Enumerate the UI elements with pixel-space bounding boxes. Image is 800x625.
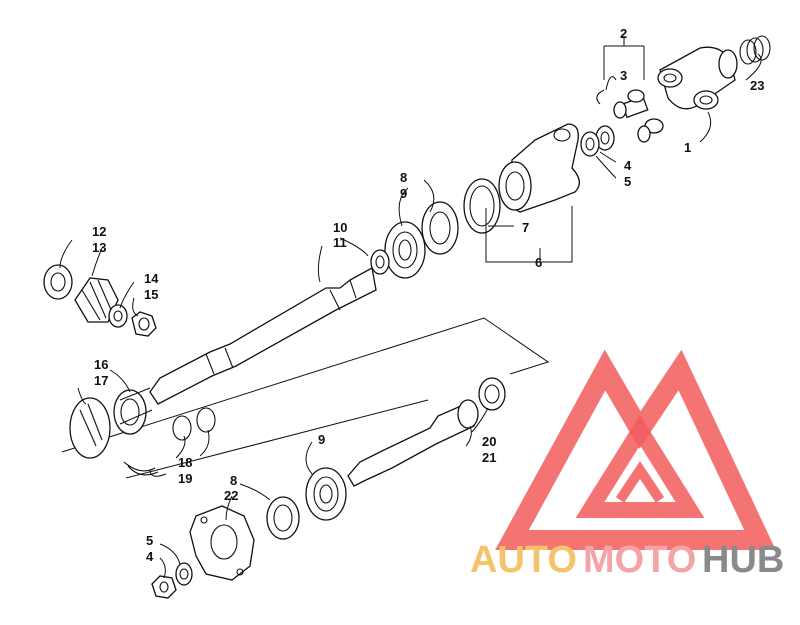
part-nut-lower-5 xyxy=(151,575,177,599)
callout-labels: 2 3 23 1 4 5 7 6 8 9 10 11 12 13 14 15 1… xyxy=(92,26,764,564)
callout-3: 3 xyxy=(620,68,627,83)
callout-4-top: 4 xyxy=(624,158,632,173)
part-bearing-16 xyxy=(113,387,153,435)
part-seal-lower-8 xyxy=(266,496,300,540)
callout-13: 13 xyxy=(92,240,106,255)
part-bearing-upper-8-9 xyxy=(384,201,459,279)
part-yoke-1 xyxy=(657,46,738,110)
callout-5-top: 5 xyxy=(624,174,631,189)
part-pinion-gear xyxy=(74,277,119,323)
watermark-logo: AUTO MOTO HUB xyxy=(470,349,784,581)
callout-20: 20 xyxy=(482,434,496,449)
part-washer-lower-4 xyxy=(175,562,193,586)
watermark-word-moto: MOTO xyxy=(583,539,696,581)
callout-22: 22 xyxy=(224,488,238,503)
leader-lines xyxy=(59,36,762,579)
part-seal-ring xyxy=(463,178,501,234)
part-yoke-7 xyxy=(498,123,580,213)
callout-5-bottom: 5 xyxy=(146,533,153,548)
part-washers-4-5 xyxy=(580,125,615,157)
part-nut-15 xyxy=(131,311,157,337)
callout-2: 2 xyxy=(620,26,627,41)
part-bearing-lower-9 xyxy=(305,467,347,521)
callout-17: 17 xyxy=(94,373,108,388)
part-washer-10 xyxy=(370,249,390,275)
callout-16: 16 xyxy=(94,357,108,372)
part-wire-clip-19 xyxy=(123,461,159,476)
callout-11: 11 xyxy=(333,235,347,250)
callout-21: 21 xyxy=(482,450,496,465)
callout-8-top: 8 xyxy=(400,170,407,185)
part-gear-washer-12-13 xyxy=(43,264,73,300)
part-springs-23 xyxy=(739,35,771,65)
watermark-word-hub: HUB xyxy=(702,539,784,581)
part-circlip-3 xyxy=(596,89,605,105)
watermark-triangle-mark xyxy=(495,349,776,550)
part-ring-gear-17 xyxy=(69,397,111,459)
part-housing-22 xyxy=(189,505,255,581)
part-main-shaft xyxy=(149,266,377,405)
part-clips-18 xyxy=(172,407,216,441)
callout-23: 23 xyxy=(750,78,764,93)
callout-15: 15 xyxy=(144,287,158,302)
group-outline xyxy=(61,317,550,479)
callout-14: 14 xyxy=(144,271,159,286)
callout-6: 6 xyxy=(535,255,542,270)
callout-18: 18 xyxy=(178,455,192,470)
callout-12: 12 xyxy=(92,224,106,239)
callout-8-bottom: 8 xyxy=(230,473,237,488)
callout-7: 7 xyxy=(522,220,529,235)
callout-4-bottom: 4 xyxy=(146,549,154,564)
part-washer-14 xyxy=(108,304,128,328)
callout-19: 19 xyxy=(178,471,192,486)
callout-10: 10 xyxy=(333,220,347,235)
callout-9-bottom: 9 xyxy=(318,432,325,447)
part-washer-20 xyxy=(478,377,506,411)
callout-9-top: 9 xyxy=(400,186,407,201)
part-cross-2 xyxy=(613,89,664,143)
part-lower-shaft-21 xyxy=(347,399,479,487)
watermark-word-auto: AUTO xyxy=(470,539,577,581)
callout-1: 1 xyxy=(684,140,691,155)
